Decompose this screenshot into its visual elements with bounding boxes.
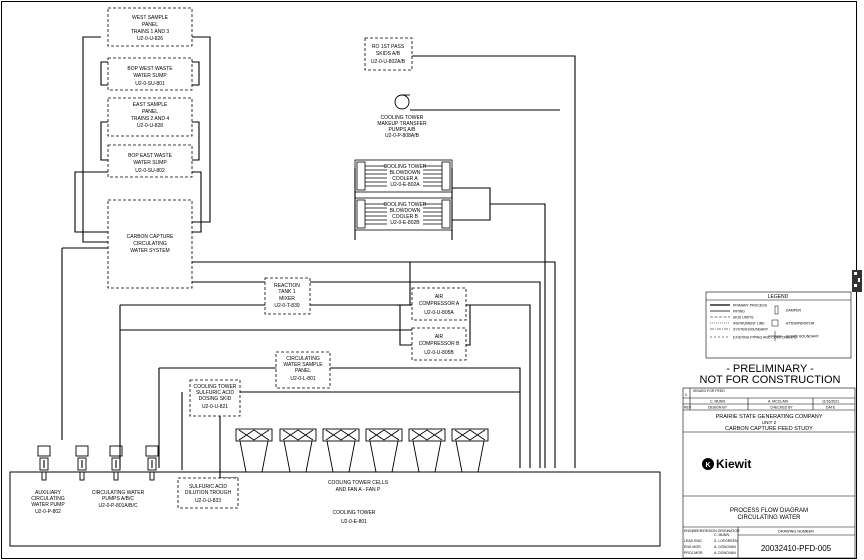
air-compressor-a-box	[411, 287, 467, 321]
legend-item: SYSTEM BOUNDARY	[733, 328, 769, 332]
revision-date: 11/16/2021	[822, 400, 839, 404]
fan-cell-icon	[408, 428, 446, 473]
legend-item: SKID LIMITS	[733, 316, 754, 320]
fan-cell-icon	[322, 428, 360, 473]
revision-drawn-by: C. MUNN	[710, 400, 725, 404]
legend-title: LEGEND	[768, 294, 789, 300]
kiewit-logo: K Kiewit	[702, 457, 751, 471]
legend-item: PRIMARY PROCESS	[733, 304, 768, 308]
drawing-number-label: DRAWING NUMBER	[778, 530, 814, 534]
fan-cell-icon	[235, 428, 273, 473]
bop-west-sump-box	[107, 57, 193, 91]
legend-item: PIPING	[733, 310, 745, 314]
preliminary-stamp: - PRELIMINARY - NOT FOR CONSTRUCTION	[700, 363, 841, 386]
fan-cell-icon	[365, 428, 403, 473]
revision-number: 0	[685, 393, 687, 397]
revision-header: DESIGN BY	[708, 406, 728, 410]
cw-pump-b-icon	[109, 445, 123, 481]
signature-role: ENG MGR	[684, 545, 701, 549]
legend-item: ATTEMPERATOR	[786, 322, 815, 326]
east-sample-panel-box	[107, 97, 193, 137]
cw-sample-panel-box	[275, 351, 331, 389]
revision-description: ISSUED FOR FEED	[693, 389, 725, 393]
title-block	[682, 387, 856, 559]
legend-item: DAMPER	[786, 309, 801, 313]
makeup-pump-icon	[394, 94, 410, 110]
west-sample-panel-box	[107, 7, 193, 47]
signature-role: PROJ MGR	[684, 551, 703, 555]
ro-skids-box	[364, 37, 413, 71]
legend: LEGEND PRIMARY PROCESS PIPING SKID LIMIT…	[705, 291, 852, 359]
revision-checked-by: A. MCCLAIN	[768, 400, 789, 404]
svg-text:K: K	[705, 462, 710, 469]
company-name: PRAIRIE STATE GENERATING COMPANY	[716, 414, 823, 420]
drawing-number: 20032410-PFD-005	[761, 544, 832, 553]
legend-item: EXISTING PIPING AND COMPONENTS	[733, 336, 797, 340]
drawing-title-1: PROCESS FLOW DIAGRAM	[730, 508, 808, 514]
bop-east-sump-box	[107, 144, 193, 178]
signature-name: S. LOFGREEN	[714, 539, 738, 543]
acid-dosing-skid-box	[189, 379, 241, 417]
revision-header: DATE	[826, 406, 836, 410]
unit-label: UNIT 2	[762, 420, 777, 425]
signature-name: C. MUNN	[714, 533, 729, 537]
pump-symbols	[37, 445, 159, 481]
legend-item: INSTRUMENT LINE	[733, 322, 765, 326]
cooling-tower-fans	[235, 428, 489, 473]
stamp-line-2: NOT FOR CONSTRUCTION	[700, 374, 841, 386]
revision-header: CHECKED BY	[770, 406, 793, 410]
signature-name: A. DONOVAN	[714, 545, 736, 549]
dilution-trough-box	[177, 477, 239, 509]
qr-code	[852, 270, 862, 292]
cooling-tower-basin	[9, 471, 661, 547]
fan-cell-icon	[451, 428, 489, 473]
signature-name: A. DONOVAN	[714, 551, 736, 555]
reaction-tank-box	[264, 277, 311, 315]
carbon-capture-system-box	[107, 199, 193, 289]
cw-pump-a-icon	[75, 445, 89, 481]
stamp-line-1: - PRELIMINARY -	[726, 363, 814, 375]
drawing-title-2: CIRCULATING WATER	[738, 515, 802, 521]
fan-cell-icon	[279, 428, 317, 473]
kiewit-logo-text: Kiewit	[716, 457, 751, 471]
piping	[43, 36, 576, 479]
air-compressor-b-box	[411, 327, 467, 361]
legend-item: SCOPE BOUNDARY	[786, 335, 820, 339]
revision-header: REV	[684, 406, 692, 410]
signature-role: ENGINEER/DESIGN ORIGINATOR	[684, 529, 740, 533]
signature-role: LEAD ENG	[684, 539, 702, 543]
project-name: CARBON CAPTURE FEED STUDY	[725, 426, 813, 432]
